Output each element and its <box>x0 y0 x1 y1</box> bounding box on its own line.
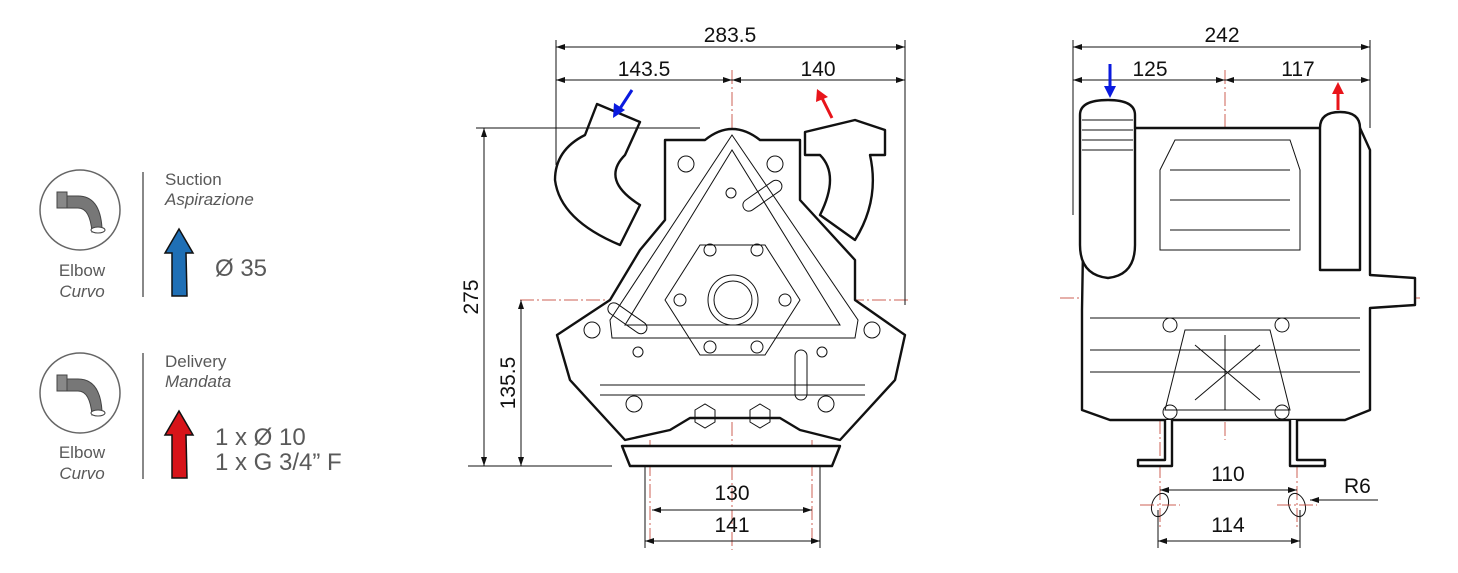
delivery-fitting-label: Elbow <box>59 443 106 462</box>
dim-overall-height: 275 <box>460 279 483 314</box>
delivery-flow-arrow-icon <box>820 97 834 119</box>
suction-flow-arrow-icon <box>617 89 634 111</box>
dim-left-width: 143.5 <box>618 58 671 81</box>
dim-foot-hole-outer: 114 <box>1211 514 1245 537</box>
dim-side-right-width: 117 <box>1281 58 1314 81</box>
side-view: 242 125 117 110 114 R6 <box>1060 24 1420 548</box>
dim-right-width: 140 <box>800 58 835 81</box>
delivery-arrow-icon <box>163 409 195 479</box>
delivery-size-2: 1 x G 3/4” F <box>215 449 342 476</box>
delivery-title: Delivery <box>165 352 227 371</box>
suction-arrow-icon <box>163 227 195 297</box>
dim-side-overall-width: 242 <box>1204 24 1239 47</box>
delivery-size-1: 1 x Ø 10 <box>215 424 306 451</box>
delivery-title-it: Mandata <box>165 372 231 391</box>
legend-delivery: Elbow Curvo Delivery Mandata 1 x Ø 10 1 … <box>39 352 342 483</box>
elbow-icon <box>39 352 121 434</box>
dim-base-outer: 141 <box>714 514 749 537</box>
suction-title-it: Aspirazione <box>164 190 254 209</box>
suction-title: Suction <box>165 170 222 189</box>
elbow-icon <box>39 169 121 251</box>
suction-fitting-label: Elbow <box>59 261 106 280</box>
dim-hole-radius: R6 <box>1344 475 1371 498</box>
dim-overall-width: 283.5 <box>704 24 757 47</box>
delivery-fitting-label-it: Curvo <box>59 464 104 483</box>
legend-suction: Elbow Curvo Suction Aspirazione Ø 35 <box>39 169 267 301</box>
dim-side-left-width: 125 <box>1132 58 1167 81</box>
dim-base-inner: 130 <box>714 482 749 505</box>
dim-foot-hole-inner: 110 <box>1211 463 1244 486</box>
dim-shaft-height: 135.5 <box>497 357 520 410</box>
front-view: 283.5 143.5 140 275 135.5 130 141 <box>460 24 910 550</box>
suction-size: Ø 35 <box>215 255 267 282</box>
suction-fitting-label-it: Curvo <box>59 282 104 301</box>
